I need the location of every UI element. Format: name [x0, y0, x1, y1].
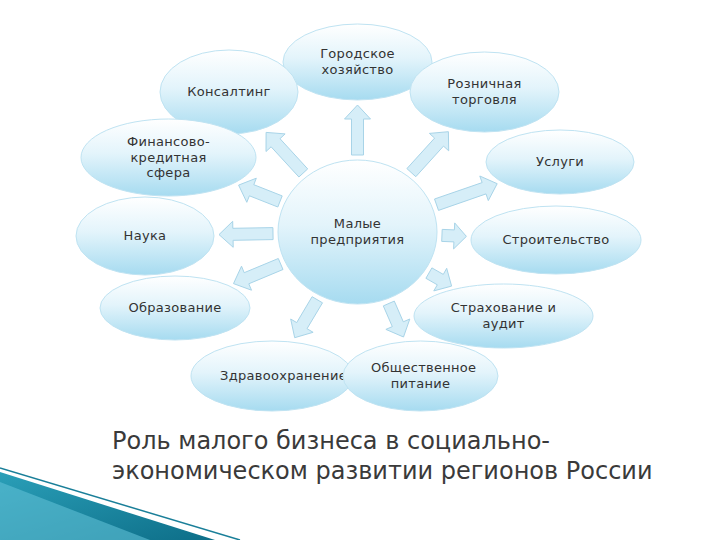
- block-arrow: [219, 221, 273, 247]
- ellipse-outline: [471, 206, 641, 274]
- node-label: Малые предприятия: [307, 216, 409, 247]
- node-label: Консалтинг: [187, 84, 270, 100]
- block-arrow: [435, 176, 498, 210]
- block-arrow: [345, 105, 371, 155]
- block-arrow: [383, 301, 410, 337]
- ellipse-node: Наука: [75, 196, 215, 276]
- ellipse-node: Малые предприятия: [277, 159, 438, 305]
- ellipse-outline: [278, 160, 437, 304]
- block-arrow: [266, 132, 308, 177]
- ellipse-outline: [486, 130, 634, 194]
- node-label: Страхование и аудит: [446, 300, 562, 331]
- node-label: Наука: [124, 228, 167, 244]
- ellipse-outline: [414, 284, 593, 348]
- ellipse-outline: [191, 341, 353, 411]
- ellipse-node: Финансово-кредитная сфера: [80, 118, 257, 197]
- ellipse-node: Образование: [99, 275, 251, 341]
- ellipse-outline: [76, 197, 214, 275]
- node-label: Услуги: [536, 154, 584, 170]
- ellipse-node: Общественное питание: [342, 340, 499, 412]
- block-arrow: [291, 297, 323, 338]
- node-label: Городское хозяйство: [310, 46, 405, 77]
- node-label: Общественное питание: [371, 360, 470, 391]
- block-arrow: [234, 259, 284, 291]
- node-label: Строительство: [502, 232, 609, 248]
- block-arrow: [442, 223, 467, 249]
- ellipse-node: Услуги: [485, 129, 635, 195]
- ellipse-outline: [343, 341, 498, 411]
- block-arrow: [407, 132, 449, 177]
- block-arrow: [426, 268, 452, 291]
- ellipse-outline: [283, 24, 432, 100]
- node-label: Финансово-кредитная сфера: [112, 134, 225, 181]
- ellipse-node: Страхование и аудит: [413, 283, 594, 349]
- caption: Роль малого бизнеса в социально-экономич…: [112, 426, 712, 486]
- ellipse-outline: [81, 119, 256, 196]
- node-label: Образование: [128, 300, 221, 316]
- ellipse-node: Здравоохранение: [190, 340, 354, 412]
- ellipse-node: Строительство: [470, 205, 642, 275]
- ellipse-outline: [100, 276, 250, 340]
- node-label: Здравоохранение: [220, 368, 324, 384]
- ellipse-outline: [410, 52, 559, 132]
- node-label: Розничная торговля: [437, 76, 532, 107]
- ellipse-node: Розничная торговля: [409, 51, 560, 133]
- block-arrow: [239, 178, 283, 207]
